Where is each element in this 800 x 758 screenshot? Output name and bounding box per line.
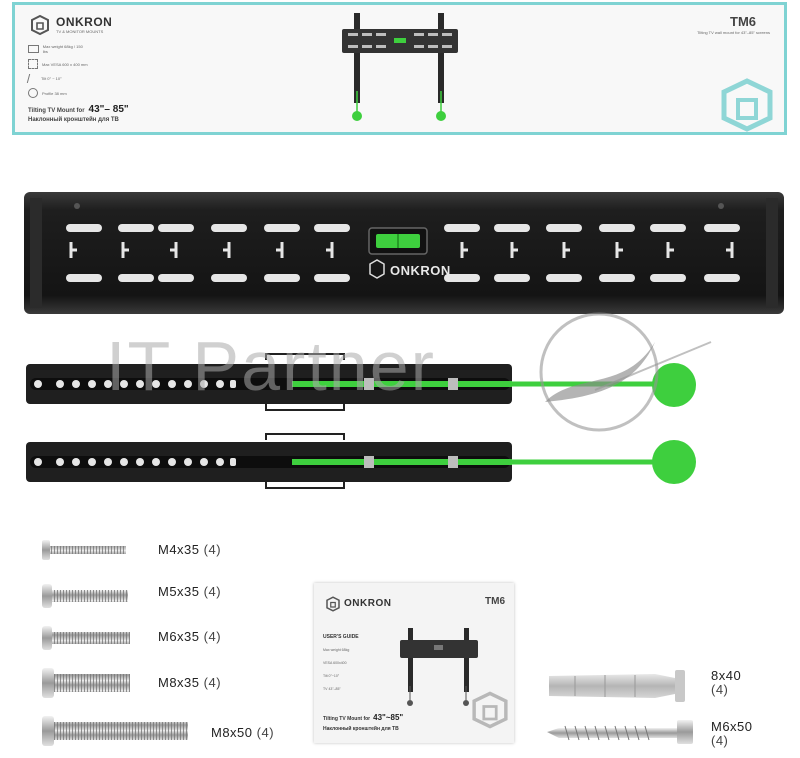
manual-mount-illustration <box>400 628 478 706</box>
box-subtitle: Tilting TV wall mount for 43"–85" screen… <box>697 30 770 35</box>
watermark-logo-icon <box>539 312 712 432</box>
screw-m6x35 <box>42 626 130 650</box>
manual-spec-item: TV 43"–85" <box>323 687 341 691</box>
box-cube-logo-icon <box>721 78 773 132</box>
screw-m5x35 <box>42 584 128 608</box>
hardware-label-m6x35: M6x35 (4) <box>158 629 222 644</box>
box-spec-item: Max weight 68kg / 150 lbs <box>28 44 88 54</box>
box-spec-item: Profile 38 mm <box>28 88 88 98</box>
box-spec-list: Max weight 68kg / 150 lbs Max VESA 600 x… <box>26 44 88 98</box>
box-product-line: Tilting TV Mount for 43"– 85" <box>28 104 129 115</box>
manual-brand: ONKRON <box>344 598 392 609</box>
manual-logo-icon <box>326 596 340 612</box>
screw-m8x50 <box>42 716 188 746</box>
wall-plate <box>24 192 784 314</box>
manual-cube-logo-icon <box>472 691 508 729</box>
box-tagline: TV & MONITOR MOUNTS <box>56 29 104 34</box>
screen-icon <box>28 45 39 53</box>
manual-spec-item: Max weight 68kg <box>323 648 350 652</box>
box-spec-item: Tilt 0° ~ 10° <box>26 74 88 83</box>
screw-m8x35 <box>42 668 130 698</box>
onkron-logo-icon <box>31 14 49 36</box>
manual-model: TM6 <box>485 596 505 607</box>
profile-icon <box>28 88 38 98</box>
product-box <box>12 2 787 135</box>
box-product-line-ru: Наклонный кронштейн для ТВ <box>28 117 119 123</box>
manual-product-line-ru: Наклонный кронштейн для ТВ <box>323 726 399 732</box>
screw-set <box>42 540 188 746</box>
hardware-label-m8x35: M8x35 (4) <box>158 675 222 690</box>
box-mount-illustration <box>342 13 458 121</box>
hardware-label-m5x35: M5x35 (4) <box>158 584 222 599</box>
wall-hardware-set <box>547 670 693 744</box>
hardware-label-8x40: 8x40(4) <box>711 668 742 697</box>
tilt-arm-right <box>26 433 696 489</box>
lag-bolt-m6x50 <box>547 720 693 744</box>
manual-spec-list: Max weight 68kg VESA 600x400 Tilt 0°~10°… <box>323 648 383 691</box>
manual-spec-item: VESA 600x400 <box>323 661 347 665</box>
manual-product-line: Tilting TV Mount for 43"~85" <box>323 713 404 722</box>
box-brand: ONKRON <box>56 15 113 29</box>
hardware-label-m4x35: M4x35 (4) <box>158 542 222 557</box>
hardware-label-m8x50: M8x50 (4) <box>211 725 275 740</box>
user-manual <box>314 583 514 743</box>
tilt-arms <box>26 353 696 489</box>
hardware-label-m6x50: M6x50(4) <box>711 719 753 748</box>
tilt-arm-left <box>26 353 696 411</box>
screw-m4x35 <box>42 540 126 560</box>
wall-anchor-8x40 <box>549 670 685 702</box>
manual-spec-item: Tilt 0°~10° <box>323 674 340 678</box>
box-model: TM6 <box>730 14 756 29</box>
vesa-icon <box>28 59 38 69</box>
tilt-icon <box>26 74 37 83</box>
wall-plate-brand: ONKRON <box>390 263 451 278</box>
watermark-text: IT Partner <box>106 327 436 405</box>
box-spec-item: Max VESA 600 x 400 mm <box>28 59 88 69</box>
manual-guide-title: USER'S GUIDE <box>323 634 359 640</box>
